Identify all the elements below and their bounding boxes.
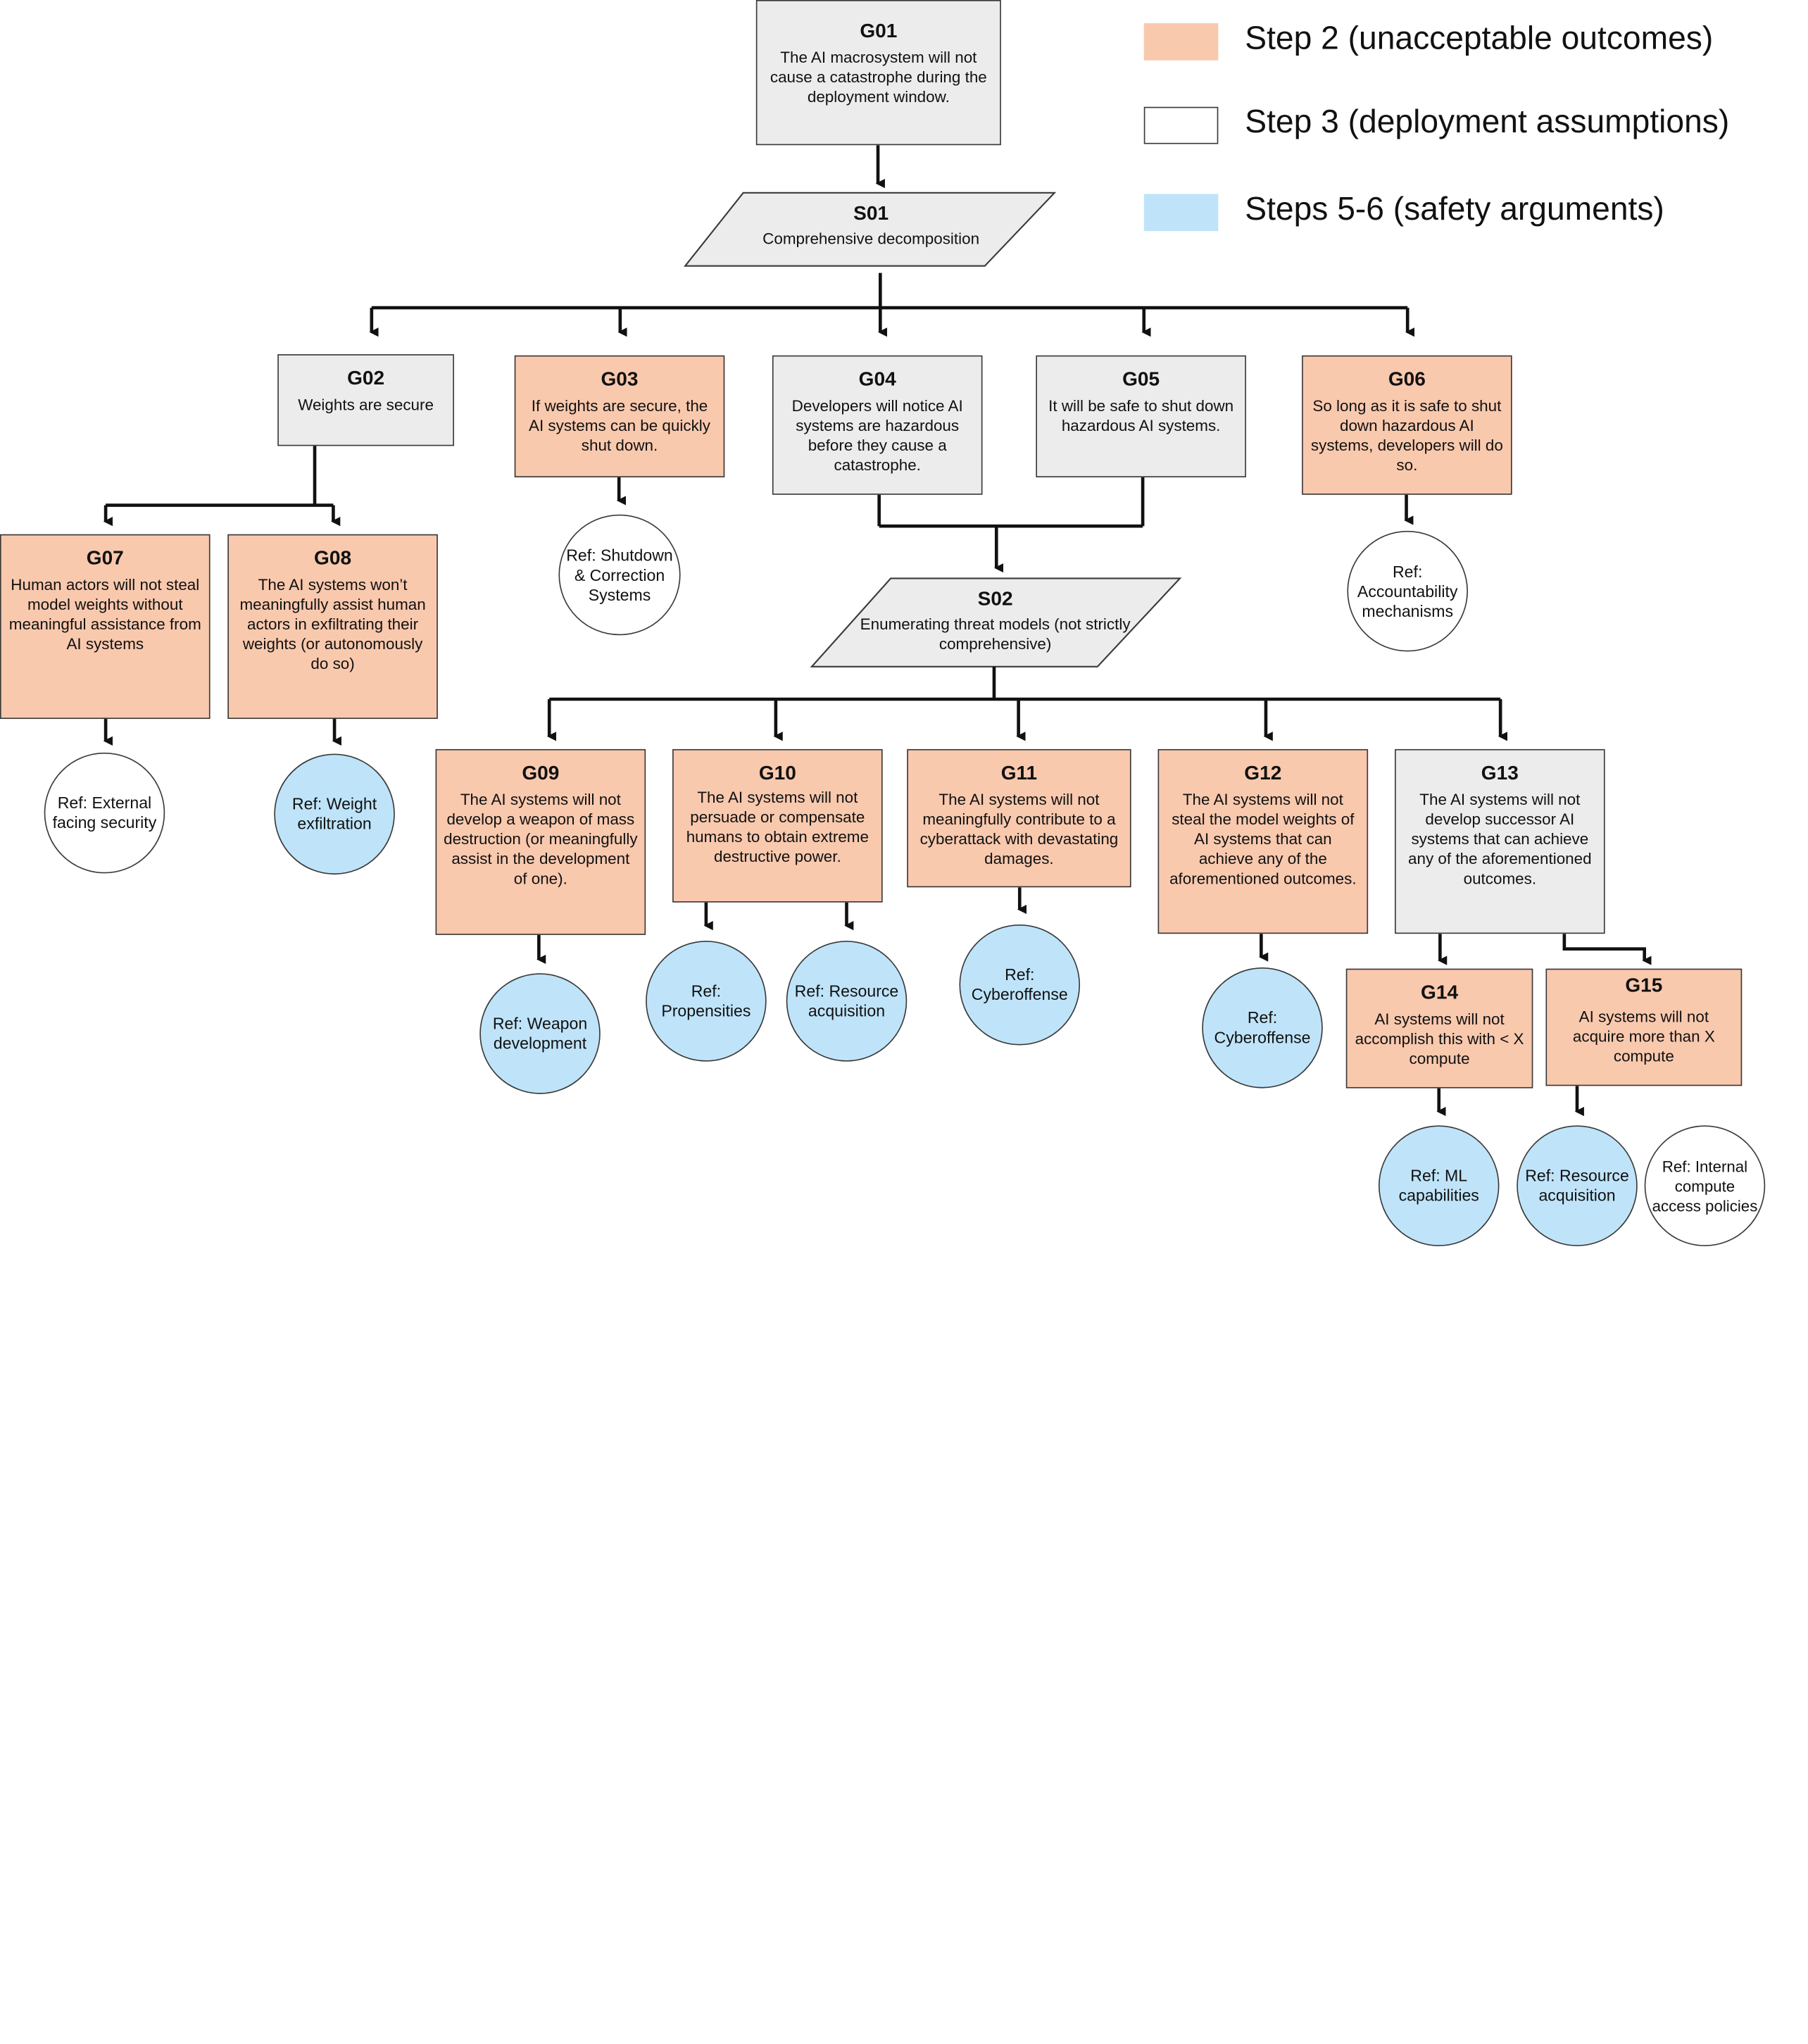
goal-G07-id: G07 (86, 546, 124, 570)
strategy-S02-id: S02 (977, 587, 1013, 610)
goal-G07: G07 Human actors will not steal model we… (0, 534, 211, 720)
goal-G05-id: G05 (1122, 368, 1160, 391)
ref-ml-capabilities: Ref: ML capabilities (1378, 1125, 1500, 1246)
S02-shape (810, 577, 1182, 667)
ref-weight-exfiltration: Ref: Weight exfiltration (274, 753, 395, 875)
ref-resource-acquisition-g15: Ref: Resource acquisition (1517, 1125, 1638, 1246)
legend-label-step3: Step 3 (deployment assumptions) (1245, 103, 1730, 139)
goal-G15-text: AI systems will not acquire more than X … (1572, 1008, 1715, 1065)
goal-G04: G04 Developers will notice AI systems ar… (772, 355, 983, 495)
strategy-S02: S02 Enumerating threat models (not stric… (839, 588, 1152, 654)
goal-G02-id: G02 (347, 367, 385, 389)
goal-G15: G15 AI systems will not acquire more tha… (1545, 968, 1743, 1086)
goal-G12-text: The AI systems will not steal the model … (1169, 791, 1357, 888)
legend-label-step2: Step 2 (unacceptable outcomes) (1245, 20, 1714, 56)
ref-propensities: Ref: Propensities (646, 941, 767, 1062)
goal-G14-text: AI systems will not accomplish this with… (1355, 1010, 1524, 1067)
goal-G03-id: G03 (601, 368, 639, 391)
ref-cyberoffense-g12: Ref: Cyberoffense (1202, 967, 1323, 1089)
goal-G15-id: G15 (1625, 974, 1663, 997)
ref-resource-acquisition-g10: Ref: Resource acquisition (786, 941, 908, 1062)
strategy-S01-text: Comprehensive decomposition (762, 230, 980, 248)
goal-G04-id: G04 (858, 368, 896, 391)
ref-shutdown-correction: Ref: Shutdown & Correction Systems (558, 514, 681, 636)
goal-G12-id: G12 (1244, 762, 1282, 784)
goal-G13-id: G13 (1481, 762, 1519, 784)
goal-G01: G01 The AI macrosystem will not cause a … (755, 0, 1001, 146)
goal-G14-id: G14 (1421, 981, 1459, 1004)
goal-G05-text: It will be safe to shut down hazardous A… (1048, 397, 1234, 434)
goal-G12: G12 The AI systems will not steal the mo… (1157, 748, 1369, 934)
goal-G03-text: If weights are secure, the AI systems ca… (529, 397, 710, 454)
goal-G11: G11 The AI systems will not meaningfully… (907, 748, 1131, 888)
goal-G13: G13 The AI systems will not develop succ… (1395, 748, 1605, 934)
legend-swatch-step2 (1143, 23, 1219, 61)
ref-weapon-development: Ref: Weapon development (479, 973, 601, 1094)
goal-G01-id: G01 (860, 20, 898, 42)
goal-G08: G08 The AI systems won’t meaningfully as… (227, 534, 438, 720)
goal-G10-id: G10 (758, 762, 796, 784)
goal-G01-text: The AI macrosystem will not cause a cata… (770, 49, 987, 106)
S01-shape (683, 192, 1057, 267)
goal-G02-text: Weights are secure (298, 396, 434, 414)
ref-external-security: Ref: External facing security (44, 752, 165, 874)
goal-G06: G06 So long as it is safe to shut down h… (1302, 355, 1512, 495)
ref-internal-compute: Ref: Internal compute access policies (1644, 1125, 1766, 1246)
legend-swatch-step56 (1143, 194, 1219, 232)
goal-G14: G14 AI systems will not accomplish this … (1345, 968, 1533, 1089)
goal-G11-text: The AI systems will not meaningfully con… (919, 791, 1119, 868)
goal-G04-text: Developers will notice AI systems are ha… (791, 397, 963, 474)
strategy-S02-text: Enumerating threat models (not strictly … (860, 615, 1131, 653)
goal-G11-id: G11 (1000, 762, 1038, 784)
goal-G09: G09 The AI systems will not develop a we… (435, 748, 646, 935)
goal-G05: G05 It will be safe to shut down hazardo… (1036, 355, 1246, 477)
goal-G06-text: So long as it is safe to shut down hazar… (1310, 397, 1503, 474)
strategy-S01-id: S01 (853, 202, 889, 225)
goal-G10: G10 The AI systems will not persuade or … (672, 748, 883, 903)
legend-label-step56: Steps 5-6 (safety arguments) (1245, 190, 1664, 227)
legend-swatch-step3 (1143, 106, 1219, 144)
ref-accountability: Ref: Accountability mechanisms (1347, 530, 1468, 652)
goal-G13-text: The AI systems will not develop successo… (1408, 791, 1592, 888)
goal-G09-id: G09 (522, 762, 560, 784)
goal-G08-id: G08 (314, 546, 352, 570)
connector-arrows (103, 145, 1652, 1117)
goal-G08-text: The AI systems won’t meaningfully assist… (239, 576, 426, 673)
goal-G09-text: The AI systems will not develop a weapon… (444, 791, 638, 888)
goal-G10-text: The AI systems will not persuade or comp… (686, 789, 869, 865)
goal-G03: G03 If weights are secure, the AI system… (514, 355, 725, 477)
strategy-S01: S01 Comprehensive decomposition (697, 202, 1046, 249)
goal-G02: G02 Weights are secure (277, 354, 454, 446)
goal-G06-id: G06 (1388, 368, 1426, 391)
goal-G07-text: Human actors will not steal model weight… (8, 576, 201, 653)
ref-cyberoffense-g11: Ref: Cyberoffense (959, 924, 1081, 1046)
